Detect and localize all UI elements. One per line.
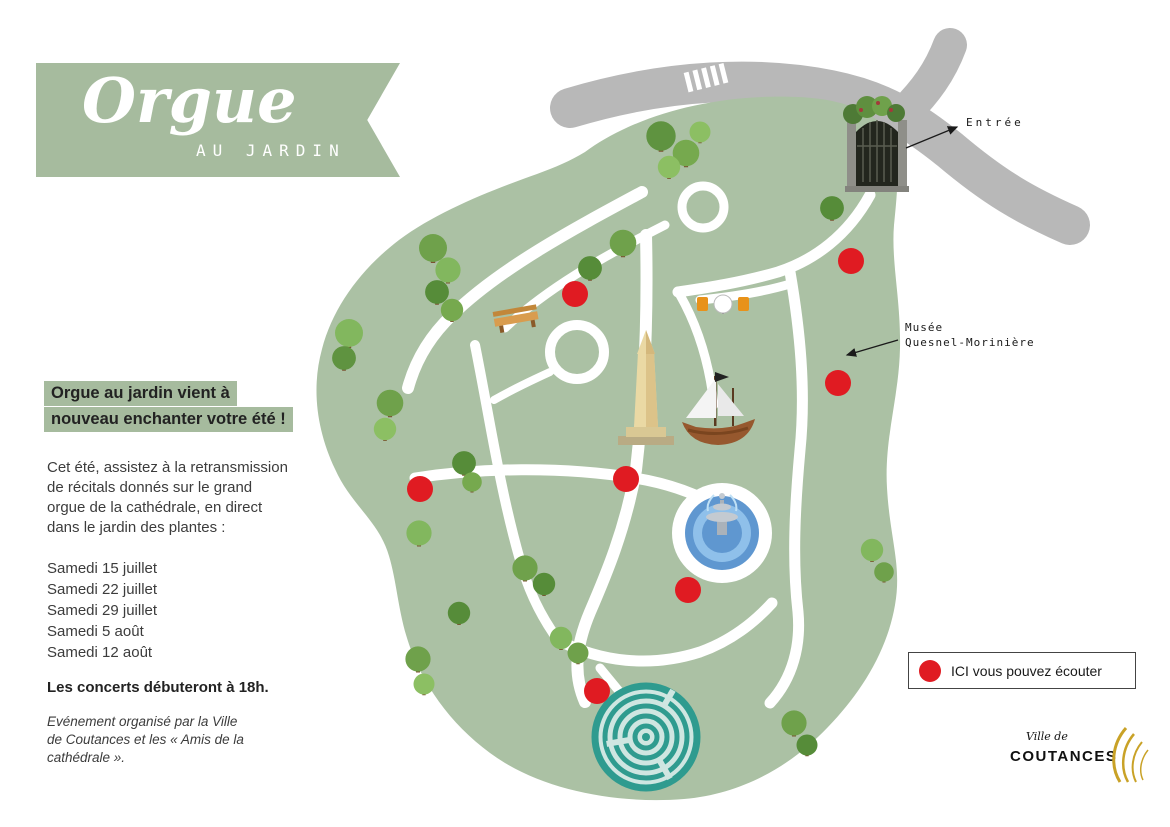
organizer-line: Evénement organisé par la Ville — [47, 714, 238, 729]
date-item: Samedi 29 juillet — [47, 602, 158, 619]
listen-point-marker — [825, 370, 851, 396]
concert-time-note: Les concerts débuteront à 18h. — [47, 679, 269, 696]
city-logo-prefix: Ville de — [1026, 730, 1068, 743]
entrance-label: Entrée — [966, 116, 1024, 129]
date-item: Samedi 22 juillet — [47, 581, 158, 598]
organ-pipes-icon — [1112, 727, 1149, 783]
bench-icon — [492, 304, 539, 333]
headline-line: Orgue au jardin vient à — [44, 381, 237, 406]
fountain — [672, 483, 772, 583]
museum-label-line: Musée — [905, 321, 944, 334]
event-title: Orgue — [82, 64, 297, 137]
ship-playground — [682, 372, 755, 445]
museum-label-line: Quesnel-Morinière — [905, 336, 1035, 349]
listen-point-marker — [562, 281, 588, 307]
tree-icon — [796, 734, 818, 757]
organizer-line: de Coutances et les « Amis de la — [47, 732, 244, 747]
event-subtitle: AU JARDIN — [196, 141, 346, 160]
intro-line: dans le jardin des plantes : — [47, 519, 226, 536]
legend-box: ICI vous pouvez écouter — [908, 652, 1136, 689]
intro-line: de récitals donnés sur le grand — [47, 479, 253, 496]
concert-dates-list: Samedi 15 juillet Samedi 22 juillet Same… — [47, 558, 157, 663]
crosswalk — [683, 63, 729, 93]
intro-paragraph: Cet été, assistez à la retransmission de… — [47, 458, 288, 538]
legend-text: ICI vous pouvez écouter — [951, 662, 1102, 679]
tree-icon — [413, 673, 435, 696]
museum-label: Musée Quesnel-Morinière — [905, 320, 1035, 350]
headline-line: nouveau enchanter votre été ! — [44, 407, 293, 432]
date-item: Samedi 5 août — [47, 623, 144, 640]
listen-point-marker — [838, 248, 864, 274]
intro-line: Cet été, assistez à la retransmission — [47, 459, 288, 476]
organizer-note: Evénement organisé par la Ville de Couta… — [47, 713, 244, 767]
gate-foliage — [843, 96, 905, 124]
listen-point-marker — [613, 466, 639, 492]
picnic-table-icon — [697, 294, 749, 314]
event-banner: Orgue AU JARDIN — [36, 63, 400, 177]
labyrinth — [591, 682, 701, 792]
entrance-gate — [843, 96, 909, 192]
intro-line: orgue de la cathédrale, en direct — [47, 499, 263, 516]
entrance-arrow — [905, 126, 959, 149]
obelisk-monument — [618, 330, 674, 445]
date-item: Samedi 15 juillet — [47, 560, 158, 577]
city-logo: Ville de COUTANCES — [1002, 726, 1152, 790]
museum-arrow — [845, 339, 899, 357]
organizer-line: cathédrale ». — [47, 750, 126, 765]
listen-points-layer — [407, 248, 864, 704]
headline: Orgue au jardin vient à nouveau enchante… — [44, 381, 293, 433]
city-logo-name: COUTANCES — [1010, 748, 1118, 765]
listen-point-marker — [584, 678, 610, 704]
listen-point-marker — [675, 577, 701, 603]
date-item: Samedi 12 août — [47, 644, 153, 661]
legend-listen-dot — [919, 659, 941, 682]
listen-point-marker — [407, 476, 433, 502]
